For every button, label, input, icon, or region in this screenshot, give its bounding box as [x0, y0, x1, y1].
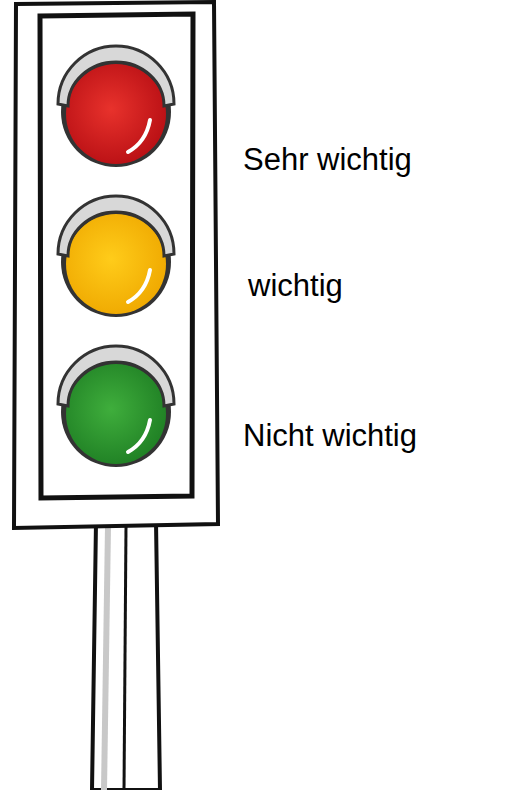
lamp-hood [58, 346, 174, 406]
lamp-highlight [128, 120, 150, 152]
lamp-hood [58, 196, 174, 256]
lamp-highlight [128, 420, 150, 452]
red-lamp [66, 64, 166, 164]
pole-shade [104, 526, 108, 790]
lamp-label: Nicht wichtig [243, 418, 417, 454]
yellow-lamp [66, 214, 166, 314]
lamp-highlight [128, 270, 150, 302]
green-lamp [66, 364, 166, 464]
lamp-label: Sehr wichtig [243, 142, 412, 178]
lamp-hood [58, 46, 174, 106]
pole [92, 522, 160, 790]
housing-panel [40, 14, 193, 498]
housing [14, 2, 218, 528]
lamp-label: wichtig [248, 268, 343, 304]
pole-line [124, 526, 126, 790]
